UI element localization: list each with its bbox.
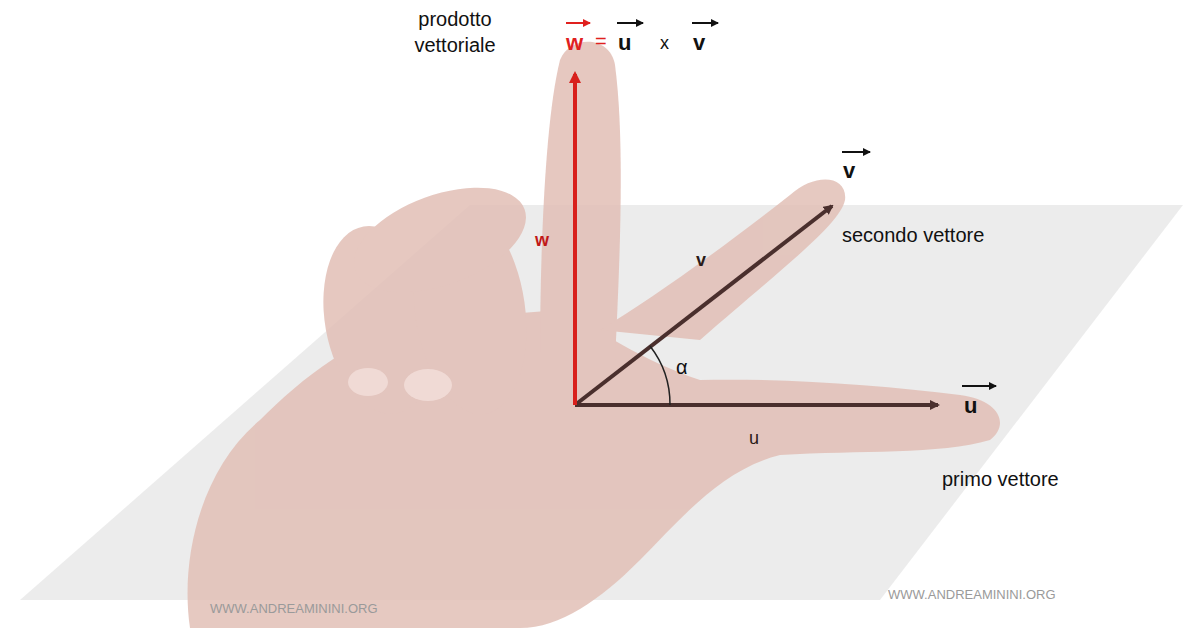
fingernail [348, 368, 388, 396]
vector-overarrow [566, 22, 590, 24]
vector-name: v [693, 30, 705, 55]
vector-overarrow [962, 385, 996, 387]
hand [188, 42, 1000, 628]
watermark: WWW.ANDREAMININI.ORG [888, 588, 1056, 603]
vector-overarrow [617, 22, 643, 24]
vector-u [575, 403, 938, 407]
vector-overarrow [842, 151, 870, 153]
operator-sign: x [660, 33, 669, 54]
caption-text: prodotto vettoriale [395, 6, 515, 58]
vector-v [575, 206, 832, 405]
angle-label: α [676, 356, 688, 379]
vector-name: u [964, 393, 977, 418]
vector-caption: secondo vettore [842, 224, 984, 247]
vector-name: u [618, 30, 631, 55]
angle-arc [650, 346, 670, 405]
vector-name: w [566, 30, 583, 55]
fingernail [404, 369, 452, 401]
vector-label: u [749, 428, 759, 449]
equals-sign: = [595, 30, 607, 53]
vector-caption: primo vettore [942, 468, 1059, 491]
vector-w [573, 74, 577, 405]
vector-name: v [843, 158, 855, 183]
vector-label: v [696, 250, 706, 271]
vector-overarrow [692, 22, 718, 24]
vector-label: w [535, 230, 549, 251]
watermark: WWW.ANDREAMININI.ORG [210, 602, 378, 617]
